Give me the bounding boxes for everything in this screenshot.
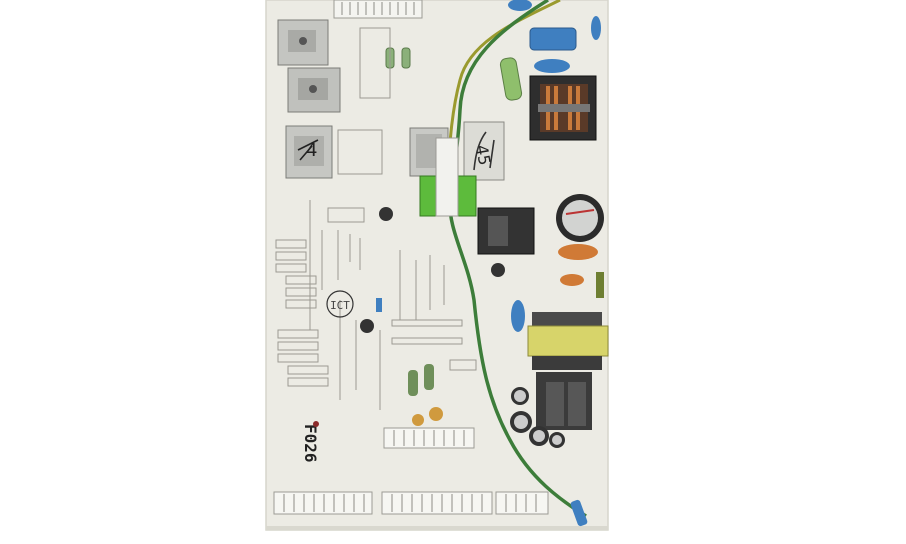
relay-3 [285, 125, 333, 179]
blue-capacitor-mid [511, 300, 525, 332]
bottom-connector-3 [495, 491, 549, 515]
blue-capacitor-2 [534, 59, 570, 73]
choke-inductor [529, 75, 597, 141]
bottom-connector-2 [381, 491, 493, 515]
ceramic-capacitor-2 [560, 274, 584, 286]
ceramic-bead-1 [412, 414, 424, 426]
green-small-part [596, 272, 604, 298]
relay-2 [287, 67, 341, 113]
ict-logo-text: ICT [330, 299, 350, 312]
power-resistor [499, 57, 523, 101]
ict-logo-circle [326, 290, 354, 318]
blue-capacitor-top [529, 27, 577, 51]
ceramic-capacitor-1 [558, 244, 598, 260]
top-header-connector [333, 0, 423, 19]
connector-mid [383, 427, 475, 449]
blue-capacitor-small [376, 298, 382, 312]
pcb-traces [275, 27, 477, 410]
marking-dot [313, 421, 319, 427]
transformer [527, 312, 609, 370]
handwritten-mark-2: 45 [472, 143, 494, 166]
blue-wire-terminal [570, 499, 588, 527]
electrolytic-capacitor-large [556, 194, 604, 242]
green-wire [448, 0, 587, 518]
green-wire-connector [419, 137, 477, 217]
small-capacitors [360, 207, 565, 448]
handwritten-mark-1: 4 [306, 140, 317, 161]
resistor-3 [408, 370, 418, 396]
resistor-4 [424, 364, 434, 390]
blue-capacitor-4 [508, 0, 532, 11]
blue-capacitor-3 [591, 16, 601, 40]
board-marking: F026 [301, 424, 320, 463]
ceramic-bead-2 [429, 407, 443, 421]
relay-5 [463, 121, 505, 181]
bottom-connector-1 [273, 491, 373, 515]
heatsink [536, 372, 592, 430]
relay-1 [277, 19, 329, 66]
